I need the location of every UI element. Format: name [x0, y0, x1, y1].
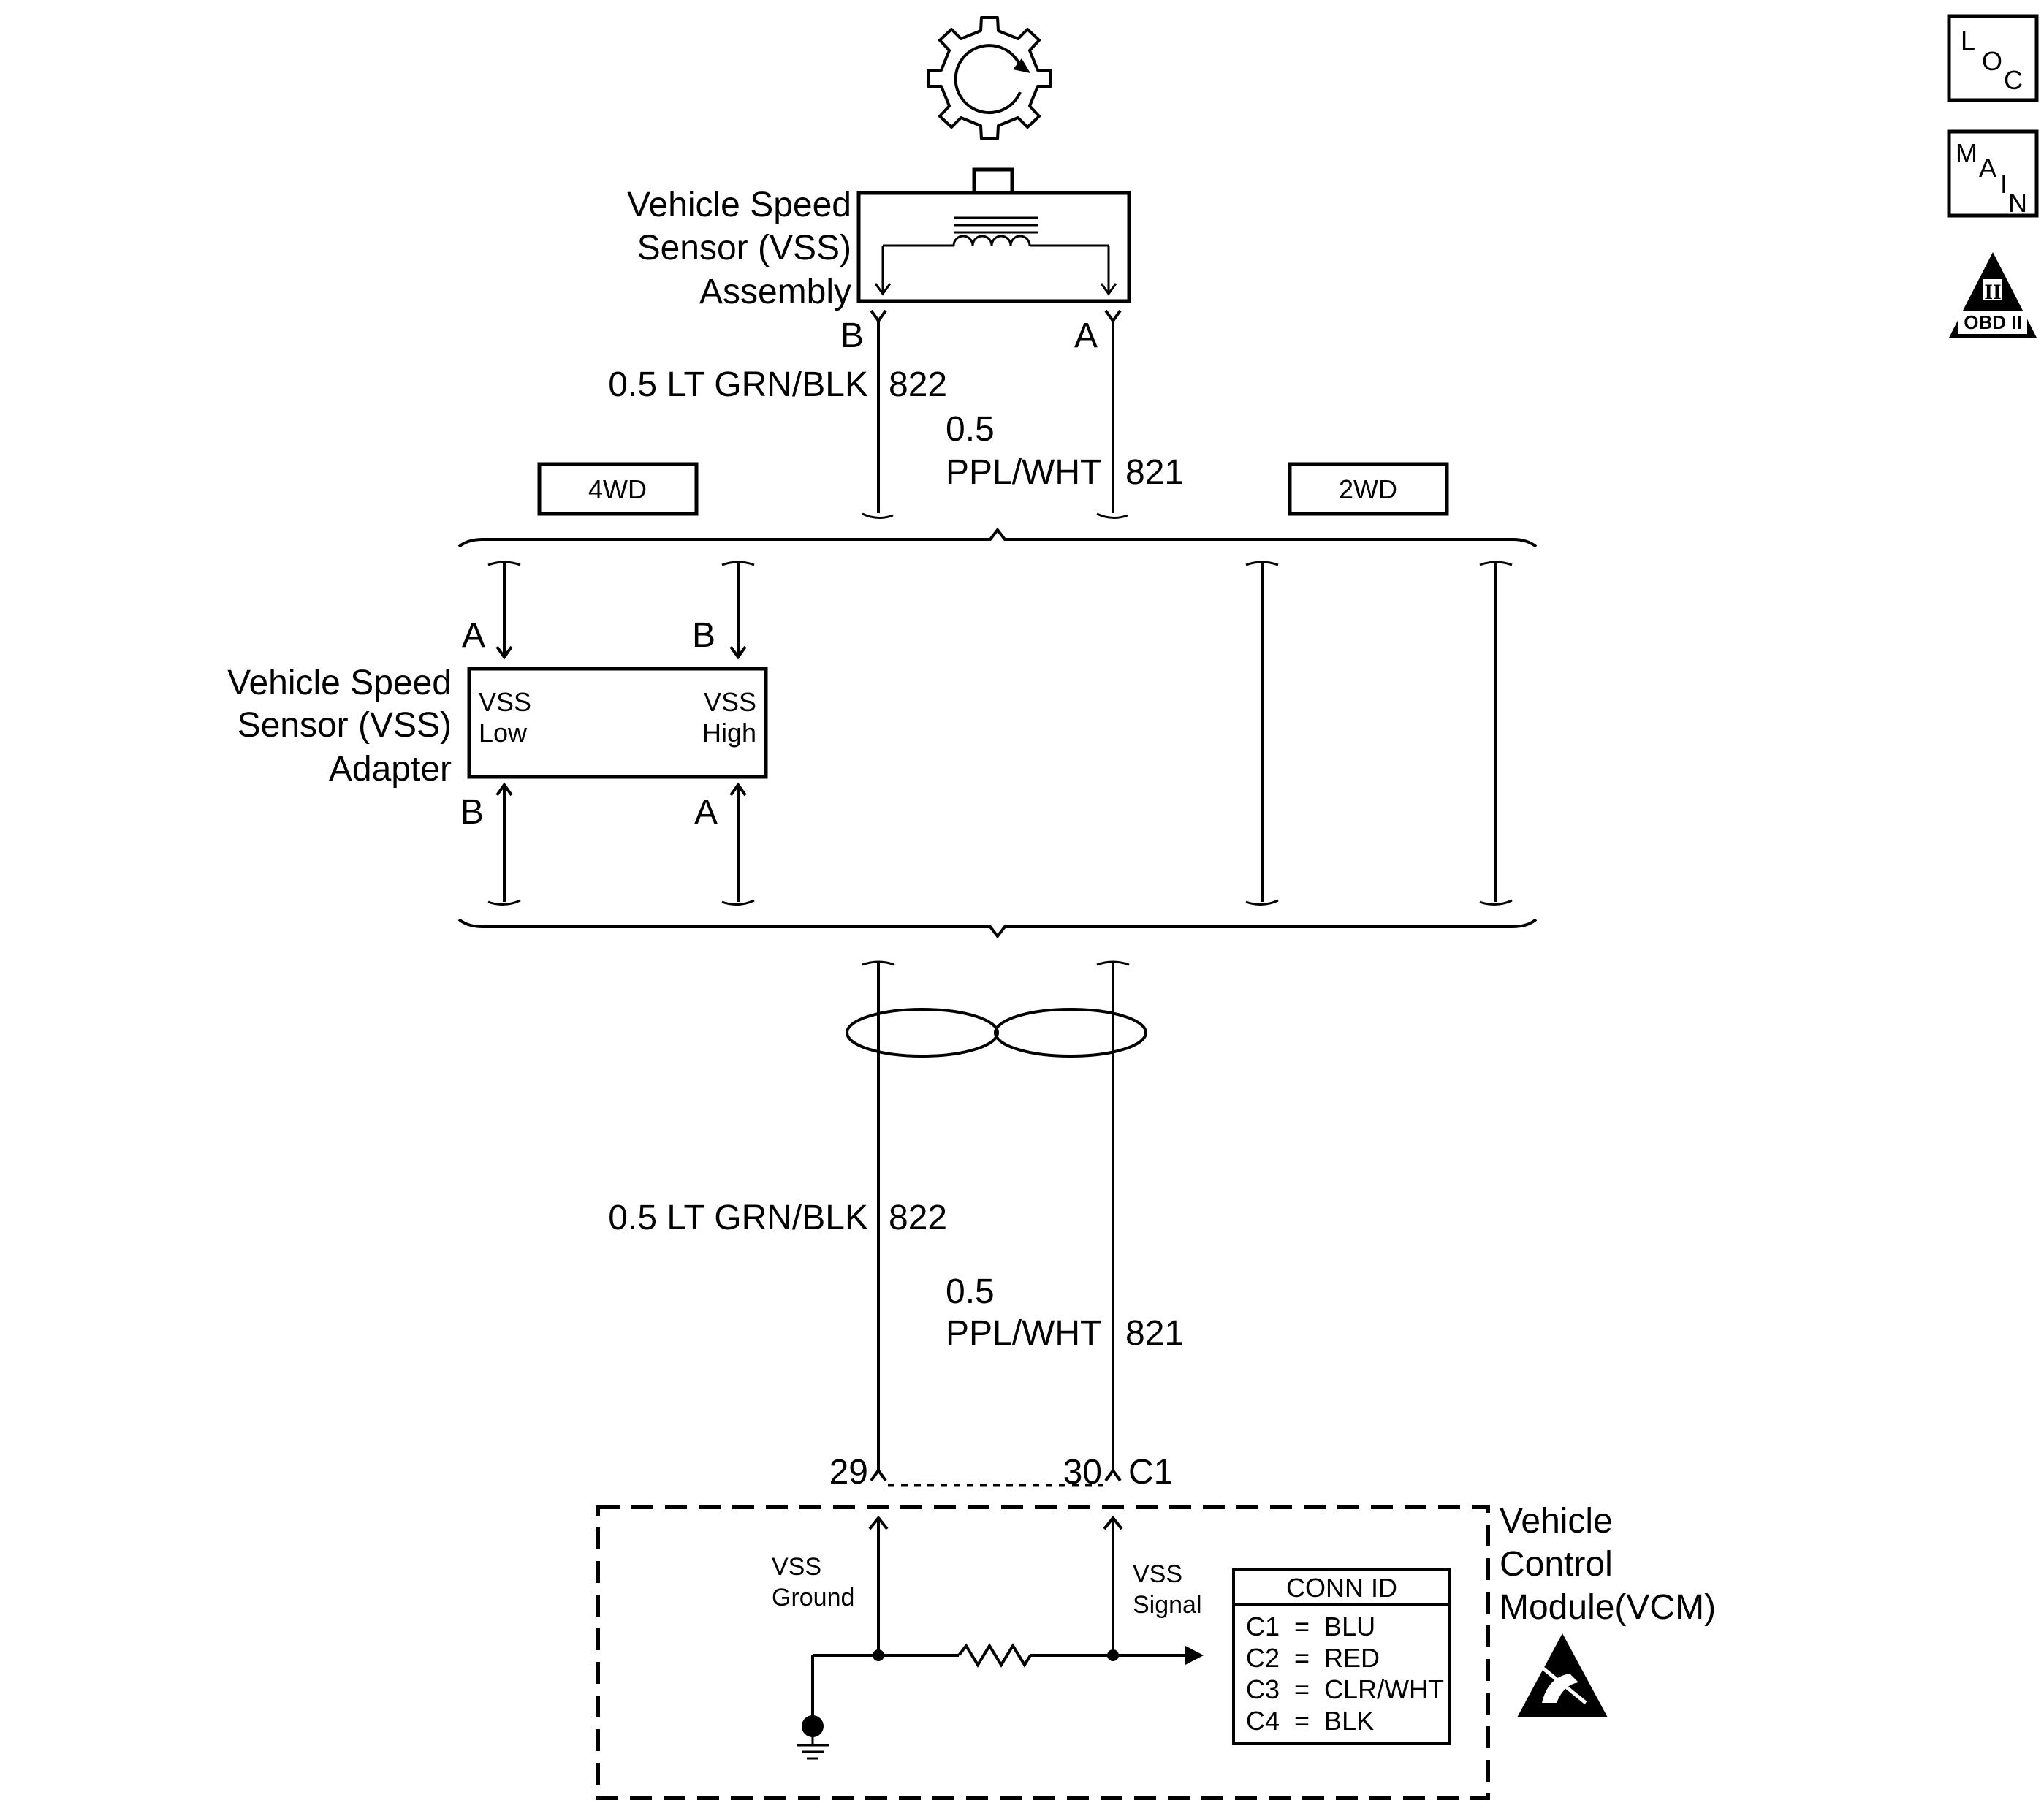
wire-821-upper [1096, 309, 1128, 519]
adapter-pin-b-in: B [692, 616, 715, 655]
wire-821-lower-color: PPL/WHT [946, 1314, 1101, 1353]
loc-letter-l: L [1961, 26, 1975, 56]
vcm-label-line2: Control [1500, 1545, 1613, 1584]
vss-assembly [856, 167, 1131, 303]
loc-letter-o: O [1982, 46, 2002, 76]
wire-822-upper [862, 309, 894, 519]
conn-id-row: C3 = CLR/WHT [1246, 1674, 1444, 1704]
option-tag-2wd: 2WD [1288, 462, 1449, 516]
wire-4wd-high [721, 561, 755, 906]
vss-signal-label-line1: VSS [1133, 1560, 1182, 1588]
reluctor-wheel-icon [927, 16, 1052, 140]
vcm-label-line3: Module(VCM) [1500, 1588, 1716, 1627]
vss-signal-label-line2: Signal [1133, 1591, 1202, 1619]
vss-assembly-label-line1: Vehicle Speed [627, 186, 851, 224]
main-button[interactable]: M A I N [1947, 129, 2039, 218]
main-letter-n: N [2008, 188, 2027, 218]
loc-button[interactable]: L O C [1947, 14, 2039, 102]
conn-id-row: C4 = BLK [1246, 1706, 1374, 1736]
vss-assembly-pin-b: B [840, 316, 864, 355]
obd-ii-button[interactable]: II OBD II [1949, 252, 2037, 338]
conn-id-row: C1 = BLU [1246, 1611, 1375, 1641]
conn-id-table: CONN ID C1 = BLU C2 = RED C3 = CLR/WHT C… [1232, 1568, 1451, 1745]
wire-4wd-low [487, 561, 521, 906]
option-tag-4wd: 4WD [537, 462, 699, 516]
adapter-low-line1: VSS [479, 687, 531, 717]
wire-822-lower [862, 960, 895, 1482]
main-letter-i: I [2000, 169, 2007, 199]
vss-ground-label-line1: VSS [772, 1553, 821, 1581]
vss-assembly-pin-a: A [1074, 316, 1098, 355]
vcm-pin-29: 29 [829, 1453, 868, 1492]
adapter-label-line3: Adapter [329, 750, 452, 789]
wire-821-upper-circuit: 821 [1125, 453, 1184, 492]
wire-822-lower-circuit: 822 [889, 1199, 947, 1237]
option-bracket-top [457, 527, 1538, 548]
vcm-internal-circuit [811, 1515, 1204, 1723]
vss-ground-label-line2: Ground [772, 1584, 854, 1611]
option-tag-2wd-label: 2WD [1339, 474, 1397, 504]
vss-assembly-label-line2: Sensor (VSS) [637, 229, 851, 267]
wire-2wd-right [1479, 561, 1513, 906]
loc-letter-c: C [2004, 65, 2023, 95]
twisted-pair-icon [846, 1008, 1147, 1058]
wire-821-upper-color: PPL/WHT [946, 453, 1101, 492]
adapter-high-line1: VSS [704, 687, 756, 717]
vcm-module-outline [596, 1505, 1490, 1800]
wire-821-lower [1096, 960, 1130, 1482]
option-tag-4wd-label: 4WD [588, 474, 647, 504]
adapter-label-line2: Sensor (VSS) [238, 706, 452, 745]
wire-821-upper-gauge: 0.5 [946, 410, 995, 449]
adapter-high-line2: High [702, 718, 756, 748]
ground-symbol-icon [797, 1715, 829, 1760]
conn-id-header: CONN ID [1286, 1573, 1397, 1603]
main-letter-a: A [1979, 153, 1996, 183]
resistor-icon [957, 1643, 1032, 1668]
wire-821-lower-gauge: 0.5 [946, 1272, 995, 1311]
adapter-pin-a-in: A [462, 616, 485, 655]
wire-821-lower-circuit: 821 [1125, 1314, 1184, 1353]
adapter-label-line1: Vehicle Speed [227, 664, 452, 702]
wire-822-lower-label: 0.5 LT GRN/BLK [608, 1199, 868, 1237]
wire-822-upper-label: 0.5 LT GRN/BLK [608, 365, 868, 404]
vcm-pin-30: 30 [1063, 1453, 1102, 1492]
obd-label: OBD II [1964, 311, 2021, 333]
coil-icon [874, 216, 1117, 296]
adapter-pin-b-out: B [460, 793, 484, 832]
adapter-pin-a-out: A [694, 793, 718, 832]
vcm-label-line1: Vehicle [1500, 1502, 1613, 1541]
wire-2wd-left [1245, 561, 1279, 906]
wire-822-upper-circuit: 822 [889, 365, 947, 404]
vss-adapter-box [467, 667, 768, 779]
vss-assembly-label-line3: Assembly [699, 273, 851, 311]
option-bracket-bottom [457, 918, 1538, 939]
obd-numeral: II [1984, 280, 2001, 304]
esd-sensitive-icon [1517, 1633, 1608, 1717]
main-letter-m: M [1956, 138, 1977, 168]
vcm-connector-c1: C1 [1128, 1453, 1173, 1492]
conn-id-row: C2 = RED [1246, 1643, 1380, 1673]
adapter-low-line2: Low [479, 718, 528, 748]
